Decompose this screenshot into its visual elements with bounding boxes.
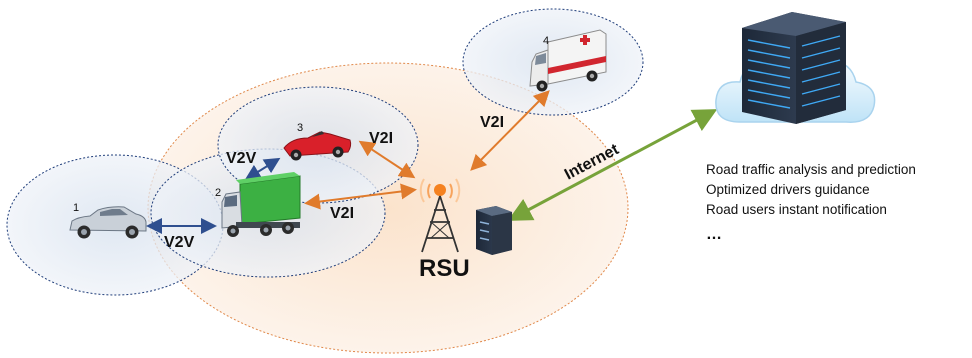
v2v-label-1-2: V2V: [164, 234, 195, 251]
v2v-label-2-3: V2V: [226, 150, 257, 167]
v2i-arrow-truck: [304, 183, 417, 210]
v2i-label-truck: V2I: [330, 205, 354, 222]
server-rack-icon: [742, 12, 846, 124]
service-item: Optimized drivers guidance: [706, 182, 870, 197]
services-more-ellipsis: …: [706, 226, 722, 243]
rsu-label: RSU: [419, 255, 470, 282]
sedan-icon: [69, 206, 147, 239]
vehicle-1-number: 1: [73, 202, 79, 214]
vehicle-4-number: 4: [543, 35, 549, 47]
vehicle-2-number: 2: [215, 187, 221, 199]
ambulance-icon: [529, 29, 607, 92]
internet-arrow: [507, 109, 718, 221]
convertible-icon: [283, 131, 352, 161]
v2i-label-car: V2I: [369, 130, 393, 147]
v2i-arrow-car: [358, 140, 416, 179]
truck-icon: [221, 172, 301, 237]
antenna-tower-icon: [419, 178, 461, 253]
v2v-arrow-2-3: [244, 157, 281, 181]
vehicle-3-number: 3: [297, 122, 303, 134]
server-icon: [476, 206, 512, 255]
service-item: Road traffic analysis and prediction: [706, 162, 916, 177]
service-item: Road users instant notification: [706, 202, 887, 217]
v2i-label-ambulance: V2I: [480, 114, 504, 131]
